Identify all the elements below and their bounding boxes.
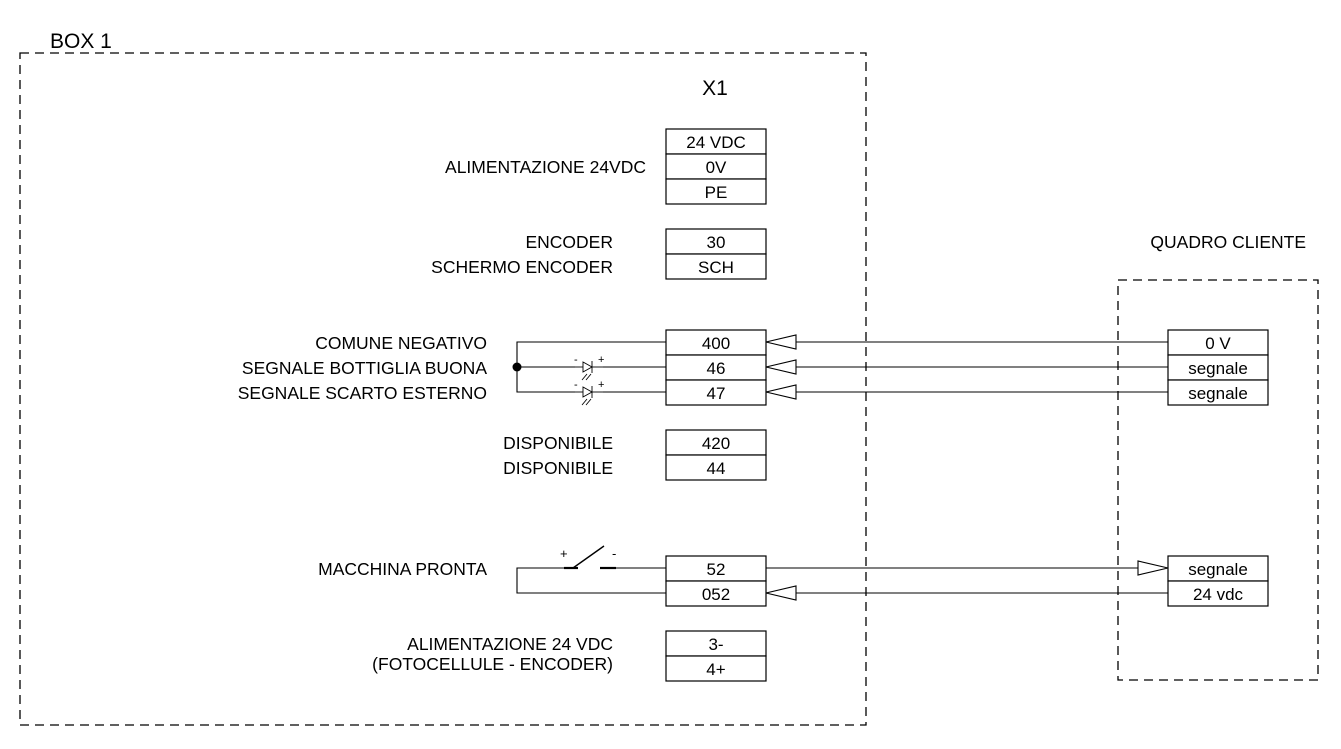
label-macchina-pronta: MACCHINA PRONTA: [318, 559, 487, 579]
terminal-pe: PE: [705, 183, 728, 202]
quadro-terminal-24vdc: 24 vdc: [1193, 585, 1244, 604]
led-icon: - +: [574, 354, 604, 381]
label-alimentazione-24vdc: ALIMENTAZIONE 24 VDC: [407, 634, 613, 654]
svg-text:+: +: [598, 379, 604, 391]
terminal-group-signals: 400 46 47: [665, 329, 767, 406]
terminal-30: 30: [707, 233, 726, 252]
svg-text:+: +: [598, 354, 604, 366]
terminal-group-power: 24 VDC 0V PE: [665, 128, 767, 205]
label-segnale-scarto: SEGNALE SCARTO ESTERNO: [238, 383, 487, 403]
label-disponibile: DISPONIBILE: [503, 458, 613, 478]
svg-text:-: -: [574, 379, 578, 391]
arrow-in-icon: [765, 585, 797, 601]
quadro-terminal-group-ready: segnale 24 vdc: [1167, 555, 1269, 607]
led-icon: - +: [574, 379, 604, 406]
terminal-group-spare: 420 44: [665, 429, 767, 481]
svg-text:-: -: [574, 354, 578, 366]
terminal-46: 46: [707, 359, 726, 378]
terminal-group-sensor-power: 3- 4+: [665, 630, 767, 682]
terminal-47: 47: [707, 384, 726, 403]
quadro-terminal-segnale: segnale: [1188, 384, 1248, 403]
arrow-in-icon: [765, 359, 797, 375]
arrow-in-icon: [765, 384, 797, 400]
label-segnale-bottiglia: SEGNALE BOTTIGLIA BUONA: [242, 358, 487, 378]
switch-minus: -: [612, 546, 616, 561]
terminal-052: 052: [702, 585, 730, 604]
terminal-24vdc: 24 VDC: [686, 133, 746, 152]
label-fotocellule-encoder: (FOTOCELLULE - ENCODER): [372, 654, 613, 674]
external-wiring-signals: [765, 334, 1168, 400]
quadro-terminal-segnale: segnale: [1188, 359, 1248, 378]
terminal-400: 400: [702, 334, 730, 353]
label-alimentazione: ALIMENTAZIONE 24VDC: [445, 157, 646, 177]
internal-wiring-ready: [516, 567, 666, 594]
terminal-sch: SCH: [698, 258, 734, 277]
terminal-3-minus: 3-: [708, 635, 723, 654]
terminal-4-plus: 4+: [706, 660, 725, 679]
arrow-out-icon: [1137, 560, 1169, 576]
switch-plus: +: [560, 546, 568, 561]
switch-icon: + -: [560, 545, 616, 570]
label-encoder: ENCODER: [525, 232, 613, 252]
label-disponibile: DISPONIBILE: [503, 433, 613, 453]
external-wiring-ready: [765, 560, 1169, 601]
terminal-0v: 0V: [706, 158, 727, 177]
terminal-group-ready: 52 052: [665, 555, 767, 607]
box1-enclosure: [19, 52, 867, 726]
x1-title: X1: [702, 77, 728, 100]
terminal-52: 52: [707, 560, 726, 579]
quadro-terminal-segnale: segnale: [1188, 560, 1248, 579]
label-schermo-encoder: SCHERMO ENCODER: [431, 257, 613, 277]
terminal-420: 420: [702, 434, 730, 453]
junction-dot-icon: [512, 362, 522, 372]
terminal-44: 44: [707, 459, 726, 478]
arrow-in-icon: [765, 334, 797, 350]
box1-title: BOX 1: [50, 30, 112, 53]
terminal-group-encoder: 30 SCH: [665, 228, 767, 280]
label-comune-negativo: COMUNE NEGATIVO: [315, 333, 487, 353]
quadro-cliente-title: QUADRO CLIENTE: [1150, 232, 1306, 252]
quadro-terminal-group-signals: 0 V segnale segnale: [1167, 329, 1269, 406]
internal-wiring-signals: [512, 341, 666, 393]
quadro-terminal-0v: 0 V: [1205, 334, 1231, 353]
